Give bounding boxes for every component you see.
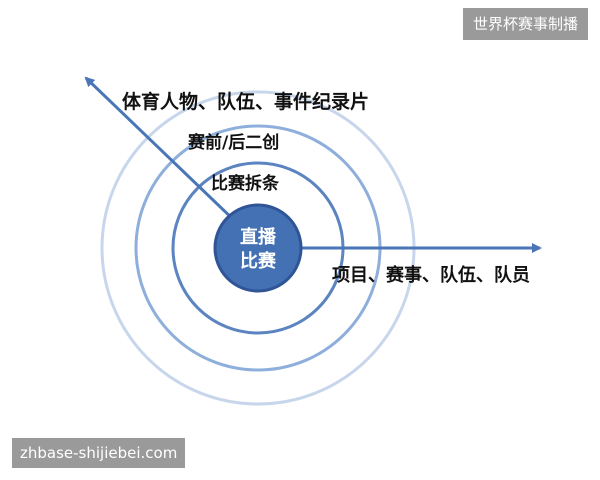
watermark-bottom-left: zhbase-shijiebei.com xyxy=(12,438,186,468)
core-label-line2: 比赛 xyxy=(240,250,277,272)
label-middle-ring: 赛前/后二创 xyxy=(187,132,279,153)
label-inner-ring: 比赛拆条 xyxy=(211,173,280,194)
core-circle xyxy=(213,203,303,293)
label-outer-ring: 体育人物、队伍、事件纪录片 xyxy=(122,90,369,113)
diagonal-arrow xyxy=(84,76,240,226)
watermark-top-right: 世界杯赛事制播 xyxy=(462,8,588,40)
label-right-axis: 项目、赛事、队伍、队员 xyxy=(332,264,530,286)
core-label-line1: 直播 xyxy=(240,226,277,248)
